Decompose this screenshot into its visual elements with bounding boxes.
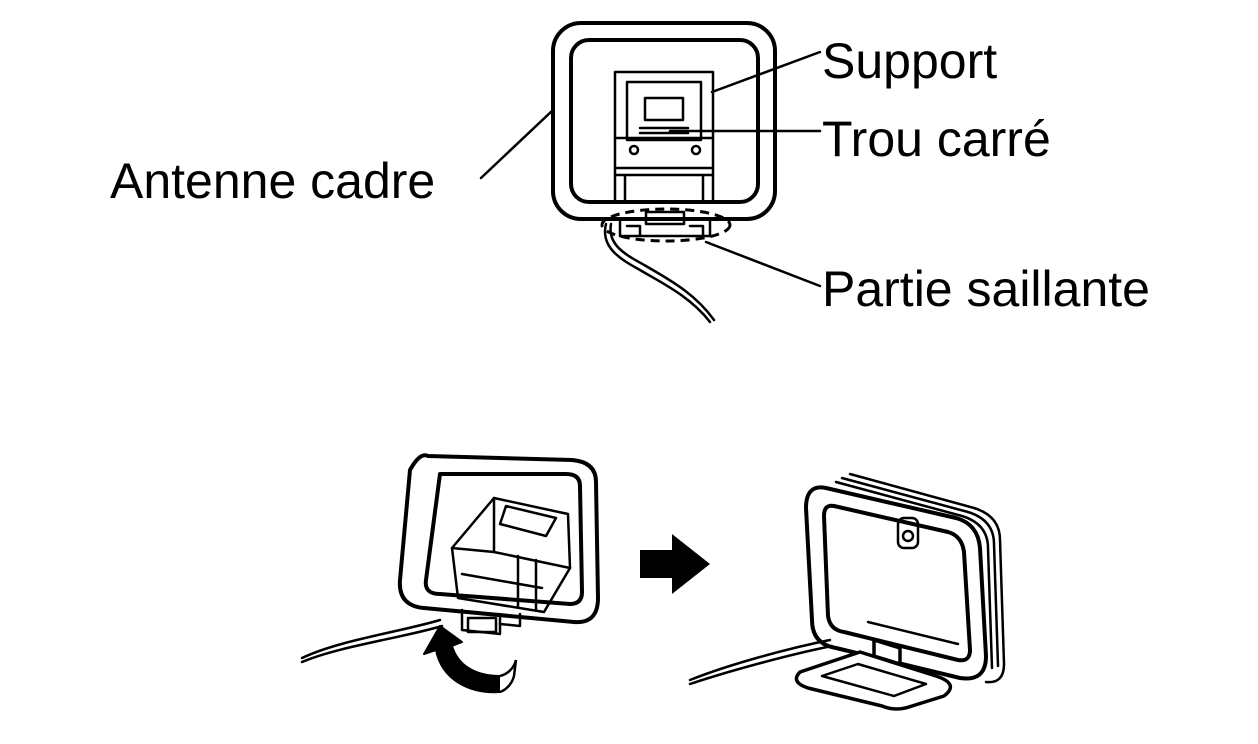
label-support: Support	[822, 33, 998, 89]
label-protrusion: Partie saillante	[822, 261, 1150, 317]
stand-neck	[872, 638, 902, 666]
arrow-right-icon	[640, 534, 710, 594]
antenna-tab	[618, 217, 712, 238]
label-square-hole: Trou carré	[822, 111, 1051, 167]
screw-hole-left	[628, 144, 640, 156]
protrusion-highlight	[600, 207, 732, 243]
antenna-frame-perspective	[397, 453, 600, 625]
leader-protrusion	[704, 240, 822, 288]
antenna-coil-layers	[848, 472, 1006, 684]
antenna-frame-assembled	[804, 485, 988, 681]
screw-hole	[896, 516, 920, 550]
screw-hole-right	[690, 144, 702, 156]
leader-loop-antenna	[479, 108, 555, 180]
support-slot	[643, 96, 685, 122]
leader-support	[710, 50, 822, 94]
label-loop-antenna: Antenne cadre	[110, 153, 436, 209]
antenna-cable	[603, 222, 712, 324]
antenna-outer-frame	[551, 21, 777, 221]
antenna-cable-assembled	[688, 638, 832, 682]
antenna-cable-step-1	[300, 618, 442, 660]
curved-arrow-icon	[423, 625, 518, 694]
support-window	[625, 80, 703, 142]
stand-base	[794, 650, 953, 711]
